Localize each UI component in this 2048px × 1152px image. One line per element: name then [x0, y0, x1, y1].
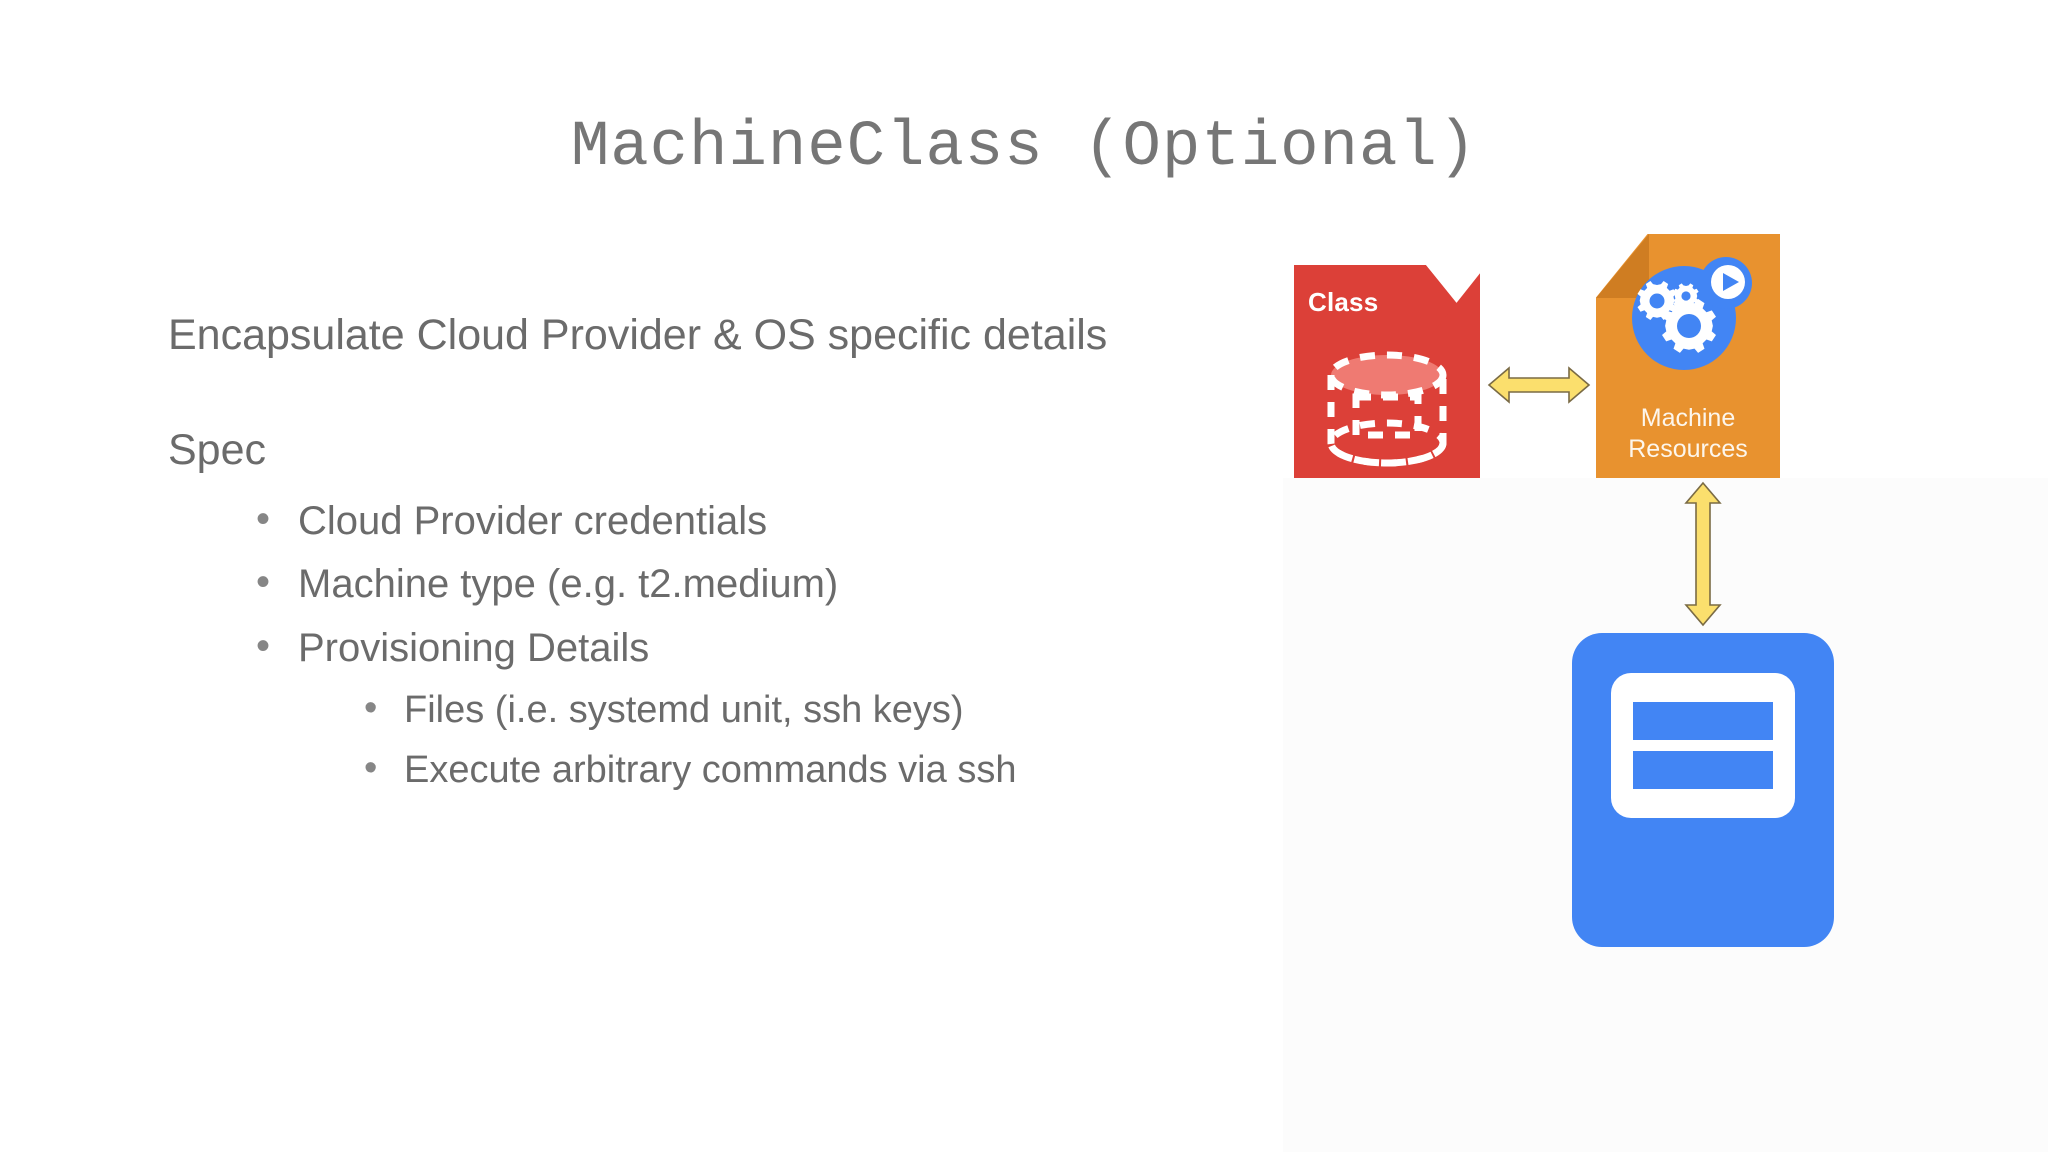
spec-bullet-list: • Cloud Provider credentials • Machine t…: [168, 495, 1288, 797]
class-card-label: Class: [1308, 287, 1379, 317]
list-item: • Files (i.e. systemd unit, ssh keys): [360, 685, 1288, 737]
provisioning-sub-list: • Files (i.e. systemd unit, ssh keys) • …: [298, 685, 1288, 796]
bullet-glyph-icon: •: [256, 623, 271, 668]
double-headed-arrow-horizontal-icon: [1487, 366, 1591, 404]
vm-bar-top: [1633, 702, 1773, 740]
slide-body: Encapsulate Cloud Provider & OS specific…: [168, 311, 1288, 807]
vm-bar-bottom: [1633, 751, 1773, 789]
bullet-glyph-icon: •: [364, 747, 378, 790]
bullet-glyph-icon: •: [256, 560, 271, 605]
virtual-machine-icon: [1611, 673, 1795, 818]
list-item-label: Machine type (e.g. t2.medium): [298, 562, 839, 607]
bullet-glyph-icon: •: [364, 687, 378, 730]
list-item: • Machine type (e.g. t2.medium): [250, 558, 1288, 612]
machine-resources-card: Machine Resources: [1596, 234, 1780, 478]
lead-paragraph: Encapsulate Cloud Provider & OS specific…: [168, 311, 1108, 359]
list-item-label: Cloud Provider credentials: [298, 498, 768, 543]
list-item-label: Execute arbitrary commands via ssh: [404, 749, 1017, 792]
list-item: • Cloud Provider credentials: [250, 495, 1288, 549]
list-item: • Execute arbitrary commands via ssh: [360, 745, 1288, 797]
database-cylinder-dashed-icon: [1327, 351, 1447, 467]
machine-card-caption-line2: Resources: [1628, 434, 1748, 463]
gears-play-icon: [1632, 257, 1752, 370]
virtual-machine-box: [1572, 633, 1834, 947]
spec-heading: Spec: [168, 426, 267, 475]
list-item-label: Files (i.e. systemd unit, ssh keys): [404, 689, 964, 732]
list-item-label: Provisioning Details: [298, 625, 650, 670]
machine-card-caption-line1: Machine: [1640, 404, 1736, 432]
page-title: MachineClass (Optional): [570, 112, 1478, 184]
class-card: Class: [1294, 265, 1480, 478]
machine-card-caption: Machine Resources: [1596, 403, 1780, 464]
list-item: • Provisioning Details • Files (i.e. sys…: [250, 622, 1288, 797]
bullet-glyph-icon: •: [256, 496, 271, 541]
double-headed-arrow-vertical-icon: [1684, 481, 1722, 627]
